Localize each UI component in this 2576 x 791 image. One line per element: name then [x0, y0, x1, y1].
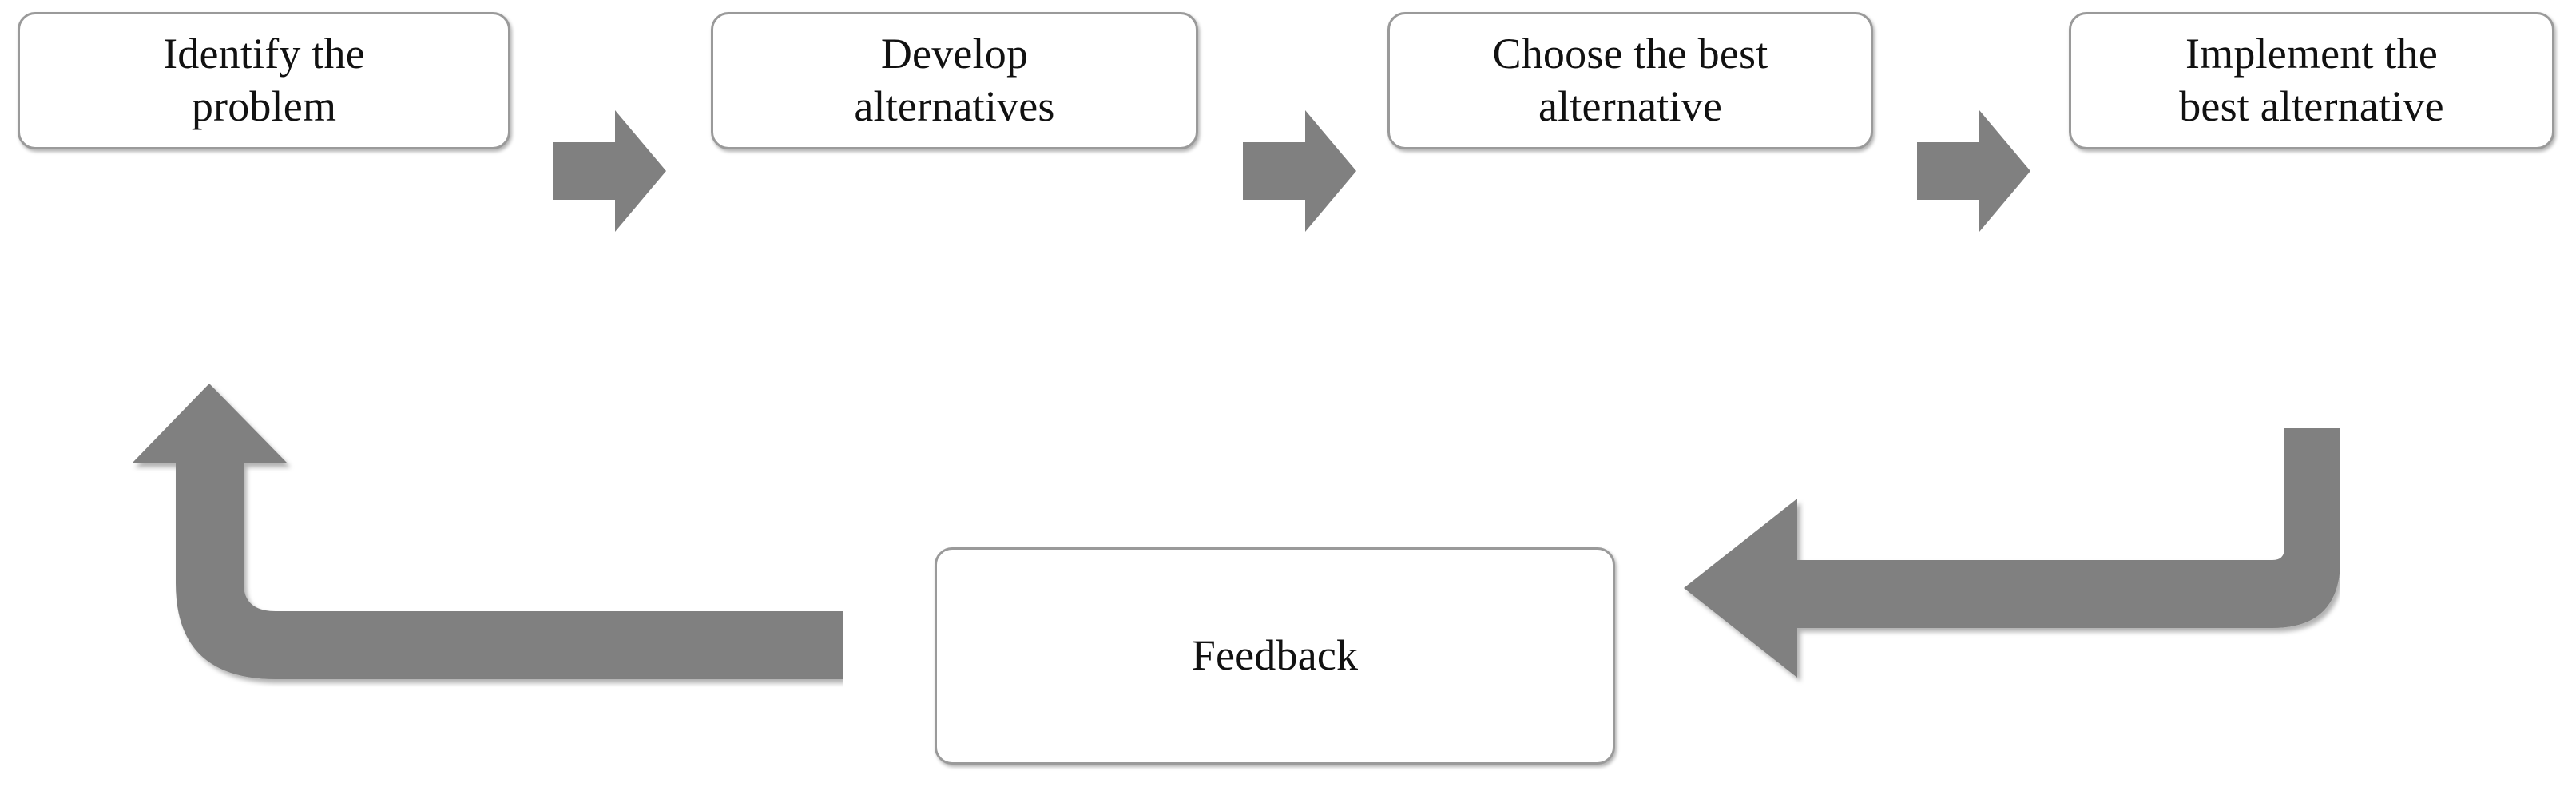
- node-identify-the-problem[interactable]: Identify the problem: [18, 12, 510, 149]
- node-label: Develop alternatives: [854, 30, 1055, 130]
- node-label: Feedback: [1191, 631, 1359, 680]
- node-choose-the-best-alternative[interactable]: Choose the best alternative: [1387, 12, 1873, 149]
- node-develop-alternatives[interactable]: Develop alternatives: [711, 12, 1198, 149]
- arrow-identify-to-develop-icon: [553, 107, 668, 235]
- node-feedback[interactable]: Feedback: [935, 547, 1615, 765]
- node-label: Choose the best alternative: [1492, 30, 1768, 130]
- node-label: Implement the best alternative: [2179, 30, 2444, 130]
- node-label: Identify the problem: [163, 30, 365, 130]
- arrow-choose-to-implement-icon: [1917, 107, 2032, 235]
- node-implement-the-best-alternative[interactable]: Implement the best alternative: [2069, 12, 2554, 149]
- arrow-feedback-to-identify-icon: [132, 384, 843, 687]
- arrow-develop-to-choose-icon: [1243, 107, 1358, 235]
- arrow-implement-to-feedback-icon: [1677, 428, 2340, 692]
